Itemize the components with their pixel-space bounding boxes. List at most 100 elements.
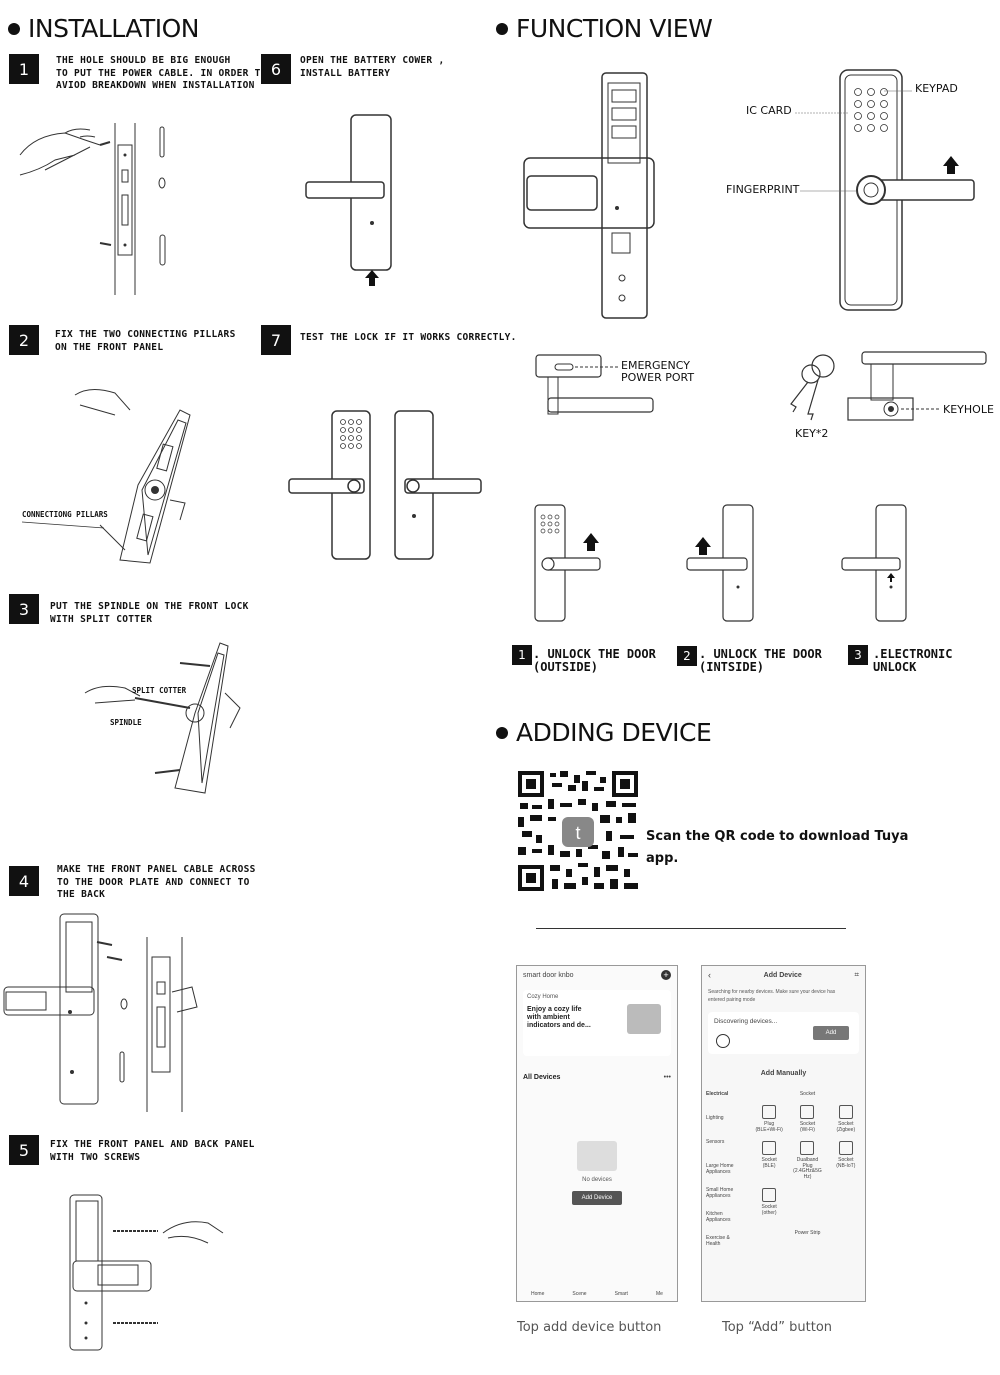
step-5-illustration [69, 1194, 224, 1351]
function-view-title-text: FUNCTION VIEW [516, 14, 713, 43]
step-6-text: OPEN THE BATTERY COWER , INSTALL BATTERY [300, 55, 445, 79]
add-device-plus-icon[interactable]: + [661, 970, 671, 980]
scan-icon[interactable]: ⌗ [854, 970, 859, 979]
all-devices-label: All Devices [523, 1074, 561, 1081]
svg-text:t: t [575, 823, 580, 843]
keypad-leader [884, 90, 912, 92]
category-lighting[interactable]: Lighting [706, 1115, 724, 1121]
phone-screen-add-device: ‹ Add Device ⌗ Searching for nearby devi… [701, 965, 866, 1302]
adding-device-title-text: ADDING DEVICE [516, 718, 712, 747]
plug-icon [800, 1105, 815, 1119]
ic-card-leader [795, 112, 848, 114]
plug-icon [762, 1105, 777, 1119]
discovering-text: Discovering devices... [714, 1018, 778, 1025]
tab-smart[interactable]: Smart [614, 1291, 628, 1297]
add-device-button[interactable]: Add Device [572, 1191, 622, 1205]
emergency-port-label: EMERGENCY POWER PORT [621, 359, 695, 384]
spindle-callout: SPINDLE [110, 718, 142, 727]
category-small-home[interactable]: Small Home Appliances [706, 1187, 734, 1199]
device-item[interactable]: Plug (BLE+Wi-Fi) [750, 1105, 788, 1133]
category-exercise[interactable]: Exercise & Health [706, 1235, 730, 1247]
lock-internal-view [523, 72, 655, 319]
callout-line [21, 521, 105, 529]
unlock-1-number: 1 [512, 645, 532, 665]
unlock-3-text: .ELECTRONIC UNLOCK [873, 647, 953, 674]
step-3-illustration [84, 642, 241, 794]
step-4-text: MAKE THE FRONT PANEL CABLE ACROSS TO THE… [57, 864, 256, 900]
add-discovered-button[interactable]: Add [813, 1026, 849, 1040]
more-icon[interactable]: ••• [663, 1074, 671, 1081]
keypad-label: KEYPAD [915, 82, 958, 95]
add-device-header: Add Device [763, 971, 802, 979]
emergency-port-illustration [535, 354, 654, 415]
category-list: Electrical Lighting Sensors Large Home A… [702, 1091, 750, 1247]
plug-icon [838, 1105, 853, 1119]
tab-me[interactable]: Me [655, 1291, 663, 1297]
phone-screen-home: smart door knbo + Cozy Home Enjoy a cozy… [516, 965, 678, 1302]
empty-box-icon [577, 1141, 617, 1171]
device-item[interactable]: Socket (other) [750, 1188, 788, 1216]
cozy-home-label: Cozy Home [527, 994, 559, 1000]
device-item[interactable]: Socket (Wi-Fi) [788, 1105, 826, 1133]
phone2-caption: Top “Add” button [722, 1320, 833, 1335]
fingerprint-leader [800, 190, 856, 192]
bottom-tab-bar: Home Scene Smart Me [517, 1291, 677, 1297]
socket-header: Socket [799, 1091, 816, 1097]
step-3-text: PUT THE SPINDLE ON THE FRONT LOCK WITH S… [50, 601, 249, 625]
searching-text: Searching for nearby devices. Make sure … [708, 989, 836, 1003]
keyhole-illustration [847, 351, 987, 421]
tuya-qr-code: t [516, 769, 640, 893]
step-4-number: 4 [9, 866, 39, 896]
tab-home[interactable]: Home [531, 1291, 545, 1297]
step-4-illustration [3, 913, 198, 1112]
device-item[interactable]: Dualband Plug (2.4GHz&5G Hz) [788, 1141, 826, 1180]
step-2-illustration [74, 389, 191, 564]
step-6-illustration [305, 114, 392, 286]
keyhole-label: KEYHOLE [943, 403, 994, 416]
cozy-home-card[interactable]: Cozy Home Enjoy a cozy life with ambient… [523, 990, 671, 1056]
step-5-number: 5 [9, 1135, 39, 1165]
step-2-text: FIX THE TWO CONNECTING PILLARS ON THE FR… [55, 329, 236, 353]
device-item[interactable]: Socket (Zigbee) [827, 1105, 865, 1133]
step-1-number: 1 [9, 54, 39, 84]
plug-icon [838, 1141, 853, 1155]
installation-title: INSTALLATION [8, 14, 200, 43]
electronic-unlock-illustration [841, 504, 907, 622]
function-view-title: FUNCTION VIEW [496, 14, 713, 43]
device-item[interactable]: Socket (NB-IoT) [827, 1141, 865, 1180]
bullet-dot [496, 726, 508, 739]
add-manually-label: Add Manually [760, 1070, 807, 1077]
category-large-home[interactable]: Large Home Appliances [706, 1163, 734, 1175]
step-1-text: THE HOLE SHOULD BE BIG ENOUGH TO PUT THE… [56, 55, 266, 91]
step-3-number: 3 [9, 594, 39, 624]
bullet-dot [8, 22, 20, 35]
phone1-caption: Top add device button [517, 1320, 662, 1335]
step-7-text: TEST THE LOCK IF IT WORKS CORRECTLY. [300, 332, 517, 343]
lock-front-view [839, 69, 975, 311]
tab-scene[interactable]: Scene [572, 1291, 587, 1297]
connecting-pillars-callout: CONNECTIONG PILLARS [22, 510, 108, 519]
back-chevron-icon[interactable]: ‹ [708, 970, 711, 980]
step-5-text: FIX THE FRONT PANEL AND BACK PANEL WITH … [50, 1139, 255, 1163]
unlock-3-number: 3 [848, 645, 868, 665]
category-kitchen[interactable]: Kitchen Appliances [706, 1211, 731, 1223]
plug-icon [800, 1141, 815, 1155]
step-2-number: 2 [9, 325, 39, 355]
category-electrical[interactable]: Electrical [706, 1091, 729, 1097]
unlock-1-text: . UNLOCK THE DOOR (OUTSIDE) [533, 647, 656, 674]
divider-line [536, 928, 846, 929]
plug-icon [762, 1141, 777, 1155]
bullet-dot [496, 22, 508, 35]
cozy-banner-text: Enjoy a cozy life with ambient indicator… [527, 1006, 591, 1029]
key-label: KEY*2 [795, 427, 829, 440]
home-header-title: smart door knbo [523, 971, 574, 979]
discovering-card: Discovering devices... Add [708, 1012, 859, 1054]
installation-title-text: INSTALLATION [28, 14, 200, 43]
adding-device-title: ADDING DEVICE [496, 718, 712, 747]
keys-illustration [790, 354, 835, 421]
device-item[interactable]: Socket (BLE) [750, 1141, 788, 1180]
split-cotter-callout: SPLIT COTTER [132, 686, 187, 695]
unlock-2-number: 2 [677, 646, 697, 666]
category-sensors[interactable]: Sensors [706, 1139, 725, 1145]
step-7-number: 7 [261, 325, 291, 355]
